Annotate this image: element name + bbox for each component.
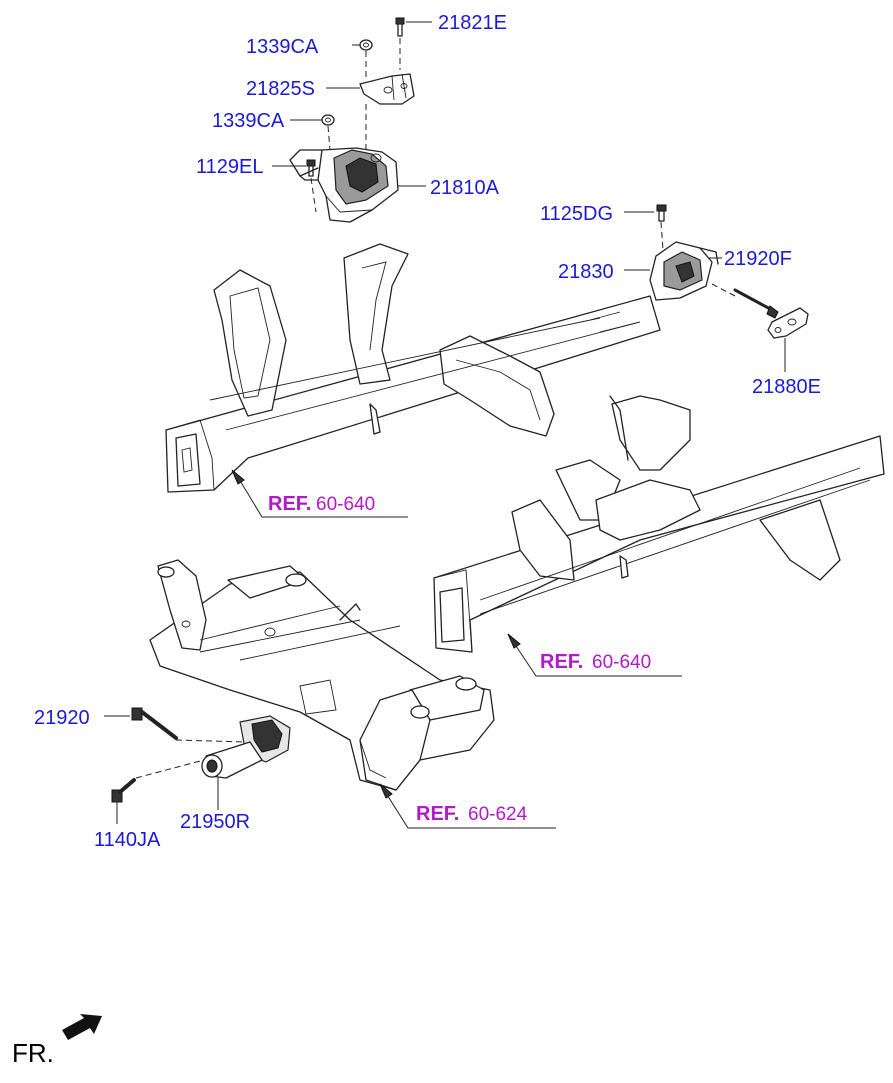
roll-rod-21950r[interactable] — [201, 715, 291, 779]
side-member-frame-upper — [165, 243, 661, 493]
bracket-21825s[interactable] — [359, 73, 415, 105]
bolt-1140ja[interactable] — [111, 778, 136, 803]
part-label-21950r[interactable]: 21950R — [180, 811, 250, 833]
part-label-21825s[interactable]: 21825S — [246, 78, 315, 100]
roll-rod-assembly — [104, 707, 291, 824]
part-label-1339ca-top[interactable]: 1339CA — [246, 36, 319, 58]
part-label-1339ca-mid[interactable]: 1339CA — [212, 110, 285, 132]
part-label-21920[interactable]: 21920 — [34, 707, 90, 729]
ref-label: REF. — [268, 493, 311, 515]
side-member-frame-lower — [433, 395, 885, 653]
ref-label: REF. — [416, 803, 459, 825]
engine-mount-21810a[interactable] — [289, 147, 399, 223]
bolt-21920f[interactable] — [733, 288, 779, 319]
ref-label: REF. — [540, 651, 583, 673]
nut-1339ca-mid[interactable] — [321, 114, 335, 126]
bracket-21880e[interactable] — [767, 307, 809, 339]
part-label-21830[interactable]: 21830 — [558, 261, 614, 283]
engine-mount-assembly — [272, 17, 432, 223]
front-direction-label: FR. — [12, 1038, 54, 1068]
part-label-21880e[interactable]: 21880E — [752, 376, 821, 398]
part-label-21810a[interactable]: 21810A — [430, 177, 500, 199]
part-label-1125dg[interactable]: 1125DG — [540, 203, 613, 225]
ref-callout-1[interactable]: REF. 60-640 — [231, 469, 408, 518]
front-subframe — [149, 559, 495, 791]
part-label-21920f[interactable]: 21920F — [724, 248, 792, 270]
bolt-21920[interactable] — [131, 707, 178, 740]
ref-callout-2[interactable]: REF. 60-640 — [507, 633, 682, 677]
ref-number: 60-640 — [592, 652, 651, 673]
bolt-21821e[interactable] — [395, 17, 405, 37]
transmission-mount-21830[interactable] — [649, 241, 719, 301]
nut-1339ca-top[interactable] — [359, 39, 373, 51]
front-direction-arrow-icon — [62, 1014, 102, 1040]
bolt-1125dg[interactable] — [656, 204, 667, 222]
ref-callout-3[interactable]: REF. 60-624 — [379, 783, 556, 829]
transmission-mount-assembly — [624, 204, 809, 372]
part-label-1129el[interactable]: 1129EL — [196, 156, 263, 178]
part-label-21821e[interactable]: 21821E — [438, 12, 507, 34]
ref-number: 60-624 — [468, 804, 528, 825]
ref-number: 60-640 — [316, 494, 375, 515]
front-direction-indicator: FR. — [12, 1014, 102, 1068]
part-label-1140ja[interactable]: 1140JA — [94, 829, 161, 851]
bolt-1129el[interactable] — [306, 159, 316, 177]
